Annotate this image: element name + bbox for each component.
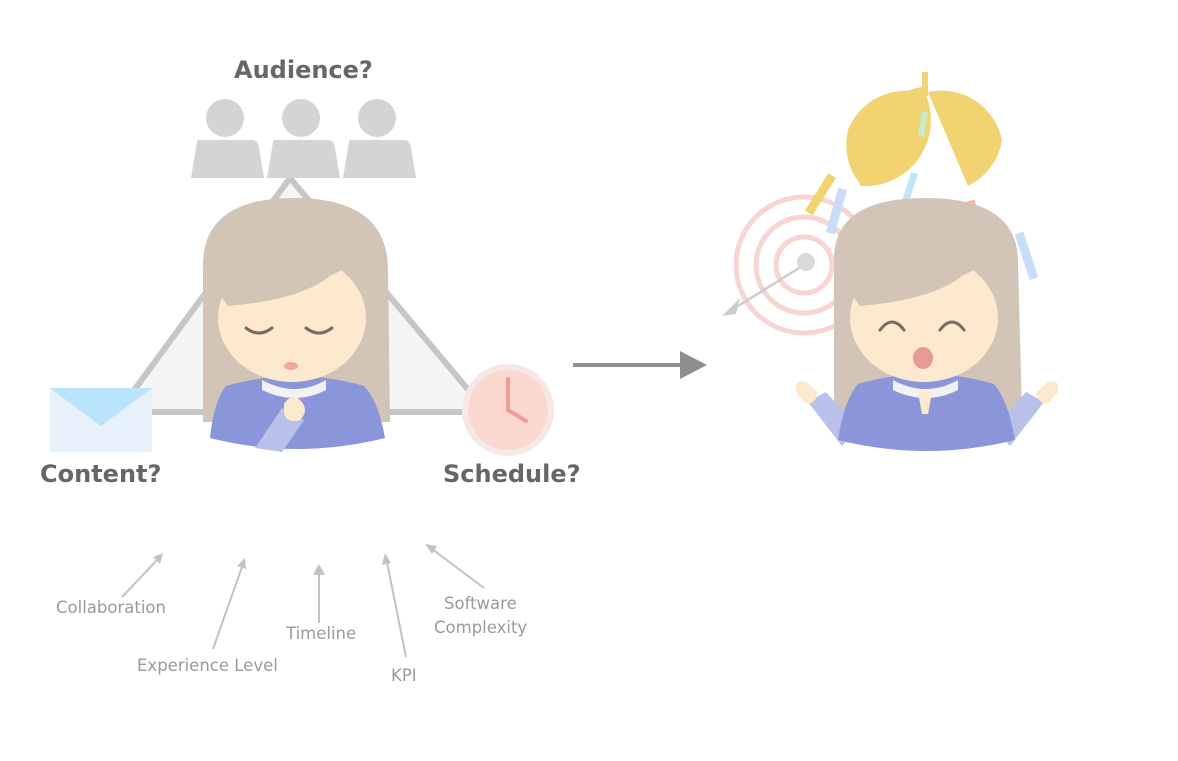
- factor-experience-level: Experience Level: [137, 656, 278, 675]
- schedule-label: Schedule?: [443, 460, 581, 488]
- factor-complexity: Complexity: [434, 618, 528, 637]
- confetti-icon: [804, 72, 1039, 281]
- factor-software: Software: [444, 594, 517, 613]
- person-icon: [191, 99, 264, 178]
- factor-collaboration: Collaboration: [56, 598, 166, 617]
- factor-timeline: Timeline: [286, 624, 357, 643]
- person-icon: [343, 99, 416, 178]
- factor-arrows: [121, 544, 485, 658]
- arrow-icon: [313, 564, 325, 623]
- envelope-icon: [50, 388, 152, 452]
- arrow-icon: [121, 553, 163, 598]
- thinking-person-illustration: [202, 198, 390, 452]
- factor-kpi: KPI: [391, 666, 417, 685]
- clock-icon: [462, 364, 554, 456]
- arrow-icon: [212, 558, 246, 650]
- content-label: Content?: [40, 460, 162, 488]
- arrow-icon: [425, 544, 485, 589]
- person-icon: [267, 99, 340, 178]
- arrow-right-icon: [573, 351, 707, 379]
- audience-label: Audience?: [234, 56, 373, 84]
- audience-group-icon: [191, 99, 416, 178]
- arrow-icon: [382, 553, 407, 658]
- happy-person-illustration: [795, 198, 1059, 451]
